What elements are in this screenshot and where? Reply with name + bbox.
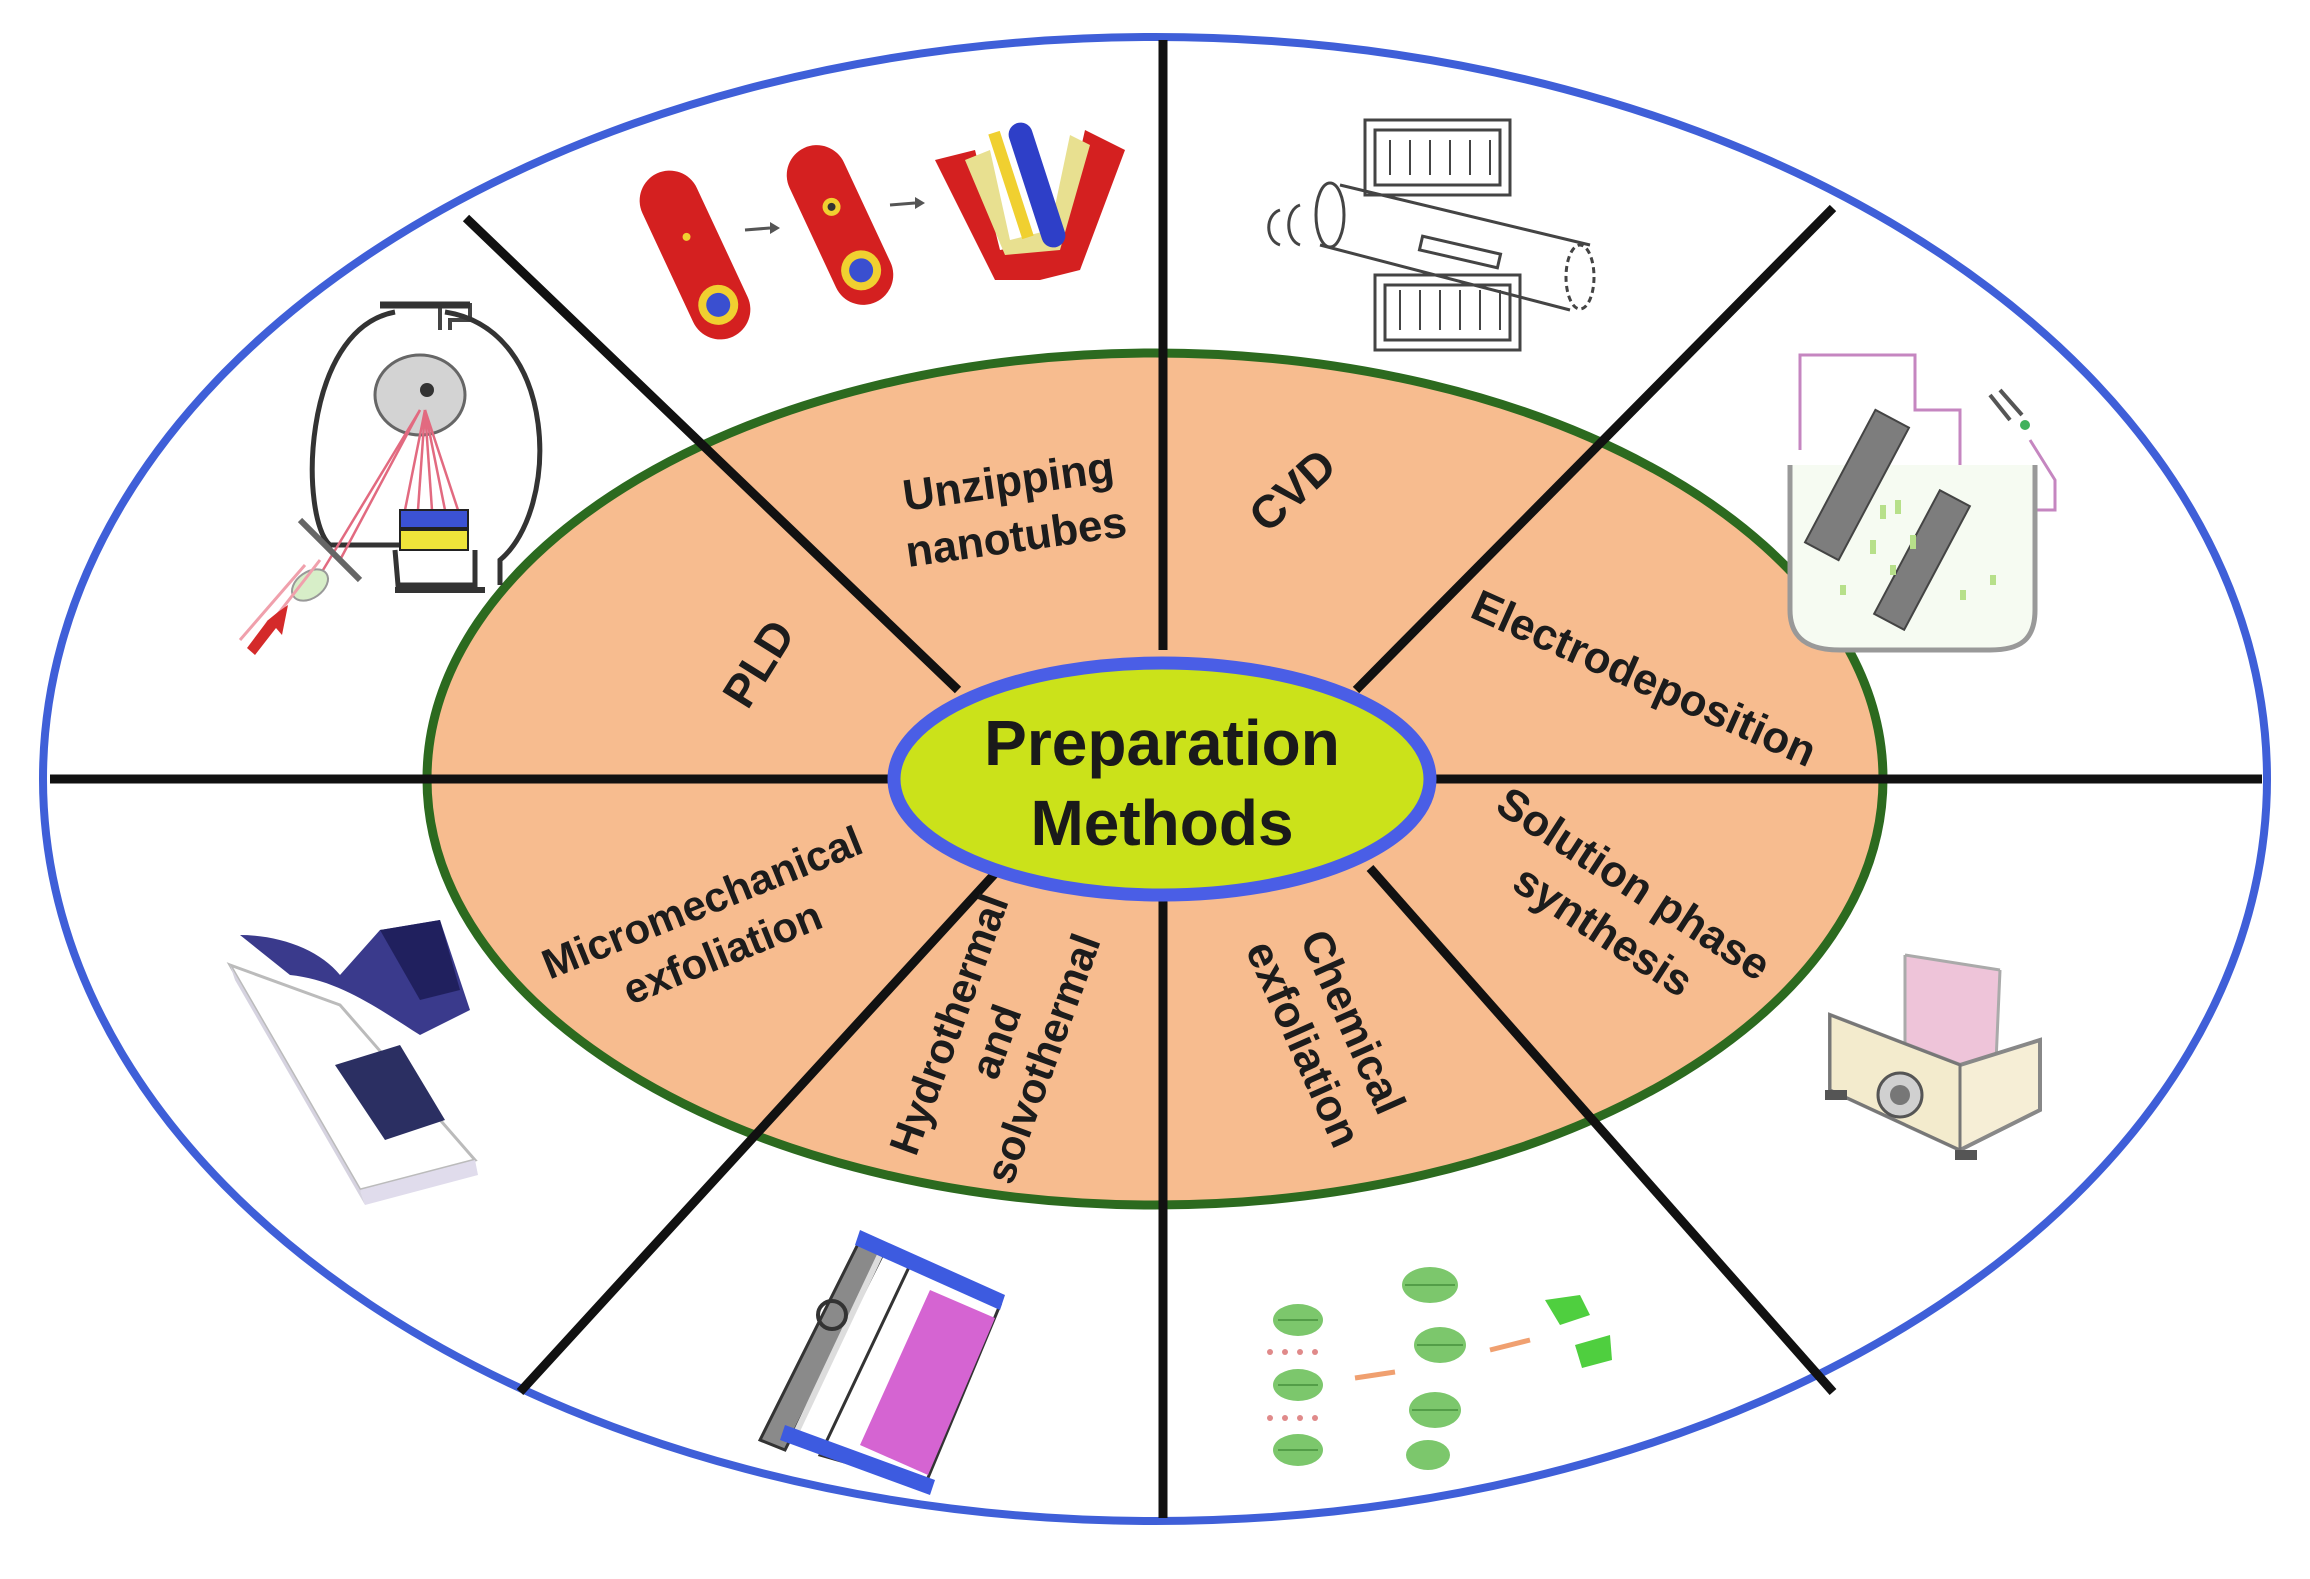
unzipped-ribbon [935,122,1125,280]
divider-lower-left [516,864,1004,1396]
micromechanical-tape-illustration [226,920,478,1205]
unzipping-nanotubes-illustration [639,122,1125,340]
divider-upper-right [1352,204,1837,694]
divider-upper-left [462,214,962,694]
cvd-furnace-illustration [1267,118,1596,352]
chemical-exfoliation-illustration [1267,1267,1612,1470]
hydrothermal-autoclave-illustration [757,1230,1005,1495]
electrodeposition-illustration [1787,353,2057,653]
center-title-line1: Preparation [984,707,1340,779]
divider-lower-right [1366,865,1837,1395]
pld-chamber-illustration [238,301,543,655]
sector-dividers [50,40,2262,1518]
center-ellipse [887,656,1437,902]
center-title-line2: Methods [1030,787,1293,859]
solution-synthesis-illustration [1825,953,2042,1160]
